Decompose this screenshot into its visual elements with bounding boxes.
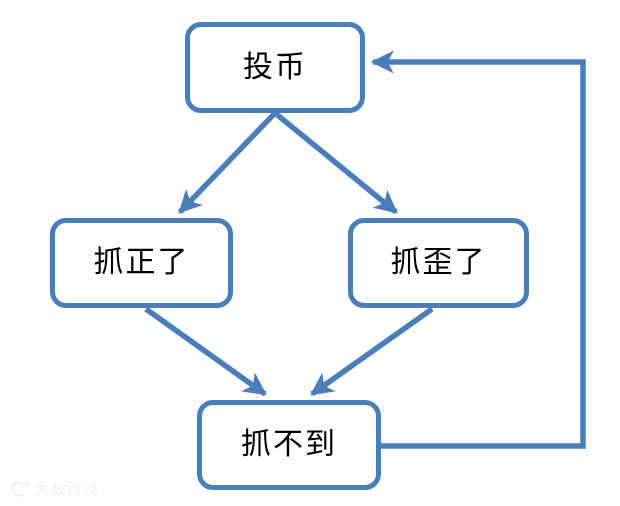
flow-node-not-grabbed[interactable]: 抓不到 [197,400,381,490]
flow-node-not-grabbed-label: 抓不到 [241,427,337,462]
flow-node-start-label: 投币 [243,49,307,85]
edge-start-to-right [273,110,398,215]
flow-node-start[interactable]: 投币 [185,22,365,113]
watermark: 大数跨境 [10,478,99,499]
edge-left-to-bottom [144,306,267,397]
logo-icon [11,480,30,497]
watermark-text: 大数跨境 [35,480,100,498]
edge-bottom-to-start [370,50,586,449]
flow-node-grabbed-crooked-label: 抓歪了 [390,245,487,280]
flow-node-grabbed-straight[interactable]: 抓正了 [50,218,233,308]
edge-right-to-bottom [310,306,434,397]
edge-start-to-left [178,111,277,214]
flow-node-grabbed-crooked[interactable]: 抓歪了 [348,218,529,308]
flow-node-grabbed-straight-label: 抓正了 [93,245,190,280]
